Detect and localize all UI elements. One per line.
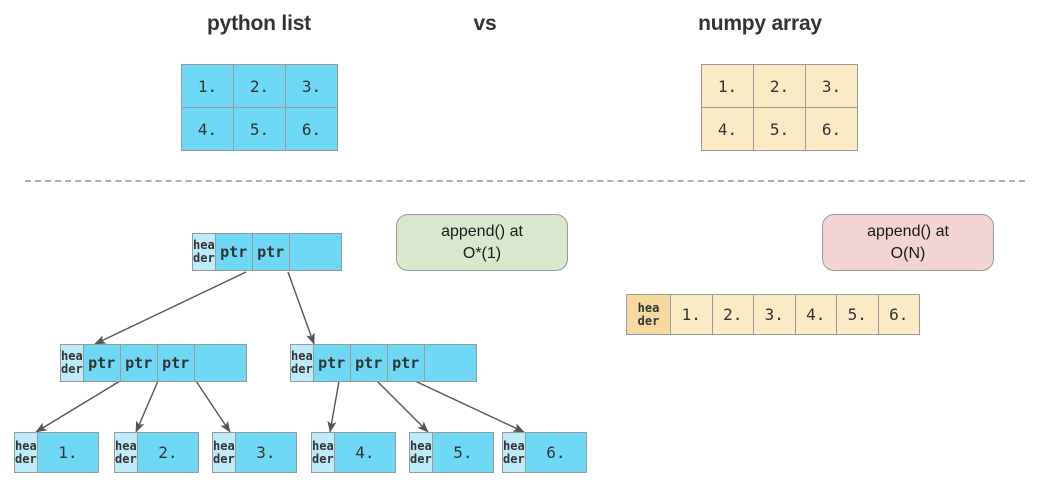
node-ptr-cell: ptr xyxy=(83,345,121,381)
header-line-2: der xyxy=(312,451,334,466)
header-line-2: der xyxy=(213,451,235,466)
list-leaf-node: hea der 6. xyxy=(502,432,587,473)
heading-vs: vs xyxy=(473,12,497,35)
header-line-1: hea xyxy=(61,349,83,364)
header-line-2: der xyxy=(410,451,432,466)
callout-list-append: append() at O*(1) xyxy=(396,214,568,271)
callout-line-2: O*(1) xyxy=(462,244,502,262)
numpy-contiguous-row: hea der 1. 2. 3. 4. 5. 6. xyxy=(626,294,920,335)
header-line-2: der xyxy=(291,362,313,376)
python-list-table: 1. 2. 3. 4. 5. 6. xyxy=(181,64,338,151)
node-ptr-cell: ptr xyxy=(215,234,253,270)
node-header-cell: hea der xyxy=(115,433,138,472)
node-header-cell: hea der xyxy=(503,433,526,472)
header-line-2: der xyxy=(15,451,37,466)
array-value-cell: 2. xyxy=(712,295,754,334)
node-value-cell: 3. xyxy=(235,433,296,472)
header-line-2: der xyxy=(193,251,215,265)
node-value-cell: 1. xyxy=(37,433,98,472)
table-cell: 5. xyxy=(234,108,286,151)
header-line-1: hea xyxy=(15,438,37,453)
table-cell: 3. xyxy=(286,65,338,108)
node-header-cell: hea der xyxy=(15,433,38,472)
node-header-cell: hea der xyxy=(312,433,335,472)
list-root-node: hea der ptr ptr xyxy=(192,233,342,271)
heading-python-list: python list xyxy=(207,12,311,35)
node-ptr-cell: ptr xyxy=(350,345,388,381)
header-line-2: der xyxy=(115,451,137,466)
table-cell: 6. xyxy=(806,108,858,151)
node-ptr-cell: ptr xyxy=(120,345,158,381)
list-mid-left-node: hea der ptr ptr ptr xyxy=(60,344,247,382)
callout-line-2: O(N) xyxy=(890,244,926,262)
header-line-1: hea xyxy=(291,349,313,364)
node-ptr-cell: ptr xyxy=(157,345,195,381)
node-header-cell: hea der xyxy=(410,433,433,472)
table-cell: 4. xyxy=(702,108,754,151)
callout-line-1: append() at xyxy=(867,222,949,240)
node-header-cell: hea der xyxy=(193,234,216,270)
list-leaf-node: hea der 4. xyxy=(311,432,396,473)
list-leaf-node: hea der 3. xyxy=(212,432,297,473)
table-cell: 1. xyxy=(702,65,754,108)
node-header-cell: hea der xyxy=(627,295,671,334)
section-divider xyxy=(25,180,1025,182)
array-value-cell: 6. xyxy=(878,295,919,334)
array-value-cell: 3. xyxy=(754,295,796,334)
list-mid-right-node: hea der ptr ptr ptr xyxy=(290,344,477,382)
header-line-1: hea xyxy=(193,238,215,253)
node-header-cell: hea der xyxy=(213,433,236,472)
header-line-1: hea xyxy=(115,438,137,453)
node-empty-cell xyxy=(289,234,327,270)
list-leaf-node: hea der 5. xyxy=(409,432,494,473)
node-value-cell: 4. xyxy=(334,433,395,472)
node-value-cell: 6. xyxy=(525,433,586,472)
array-value-cell: 1. xyxy=(671,295,713,334)
node-ptr-cell: ptr xyxy=(252,234,290,270)
node-empty-cell xyxy=(424,345,462,381)
table-cell: 1. xyxy=(182,65,234,108)
array-value-cell: 5. xyxy=(837,295,879,334)
table-cell: 3. xyxy=(806,65,858,108)
node-empty-cell xyxy=(194,345,232,381)
node-ptr-cell: ptr xyxy=(387,345,425,381)
numpy-array-table: 1. 2. 3. 4. 5. 6. xyxy=(701,64,858,151)
list-leaf-node: hea der 2. xyxy=(114,432,199,473)
node-header-cell: hea der xyxy=(61,345,84,381)
node-value-cell: 5. xyxy=(432,433,493,472)
header-line-1: hea xyxy=(312,438,334,453)
heading-numpy-array: numpy array xyxy=(698,12,822,35)
header-line-2: der xyxy=(61,362,83,376)
table-cell: 5. xyxy=(754,108,806,151)
callout-array-append: append() at O(N) xyxy=(822,214,994,271)
list-leaf-node: hea der 1. xyxy=(14,432,99,473)
table-cell: 2. xyxy=(754,65,806,108)
header-line-1: hea xyxy=(637,300,660,315)
header-line-1: hea xyxy=(503,438,525,453)
callout-line-1: append() at xyxy=(441,222,523,240)
header-line-1: hea xyxy=(410,438,432,453)
table-cell: 4. xyxy=(182,108,234,151)
table-cell: 6. xyxy=(286,108,338,151)
node-header-cell: hea der xyxy=(291,345,314,381)
header-line-2: der xyxy=(503,451,525,466)
array-value-cell: 4. xyxy=(795,295,837,334)
node-value-cell: 2. xyxy=(137,433,198,472)
node-ptr-cell: ptr xyxy=(313,345,351,381)
header-line-1: hea xyxy=(213,438,235,453)
table-cell: 2. xyxy=(234,65,286,108)
header-line-2: der xyxy=(637,313,660,328)
